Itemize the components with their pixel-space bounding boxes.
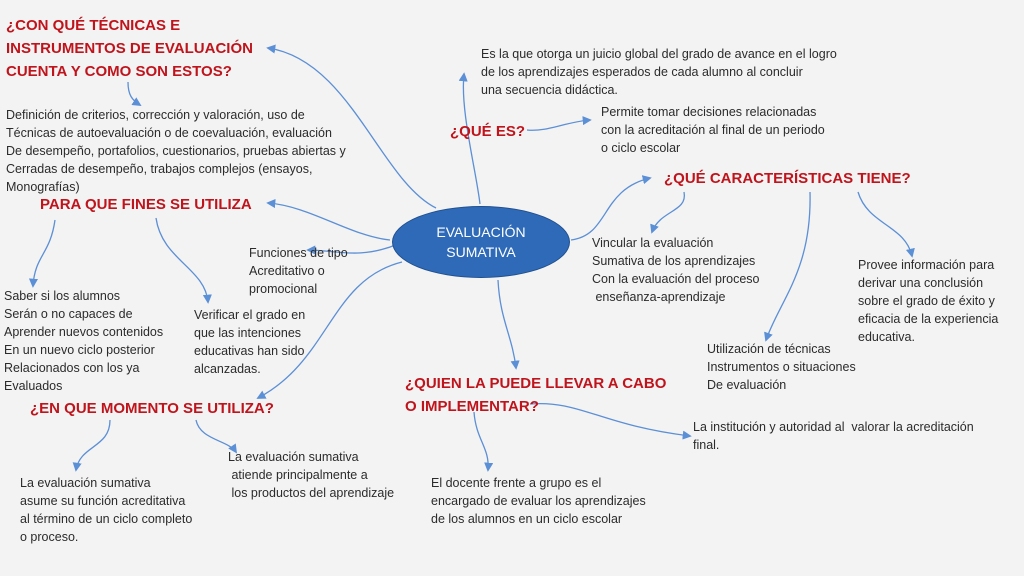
connector-car-1 bbox=[650, 191, 685, 234]
heading-que-es: ¿QUÉ ES? bbox=[450, 123, 526, 140]
connector-momento bbox=[256, 261, 403, 399]
text-momento-2: La evaluación sumativa atiende principal… bbox=[228, 450, 395, 500]
connector-tecnicas bbox=[266, 44, 437, 209]
text-fines-2: Saber si los alumnos Serán o no capaces … bbox=[4, 289, 164, 393]
connector-tecnicas-text bbox=[127, 81, 142, 106]
connector-quien-2 bbox=[529, 402, 692, 440]
connector-momento-1 bbox=[72, 419, 111, 472]
connector-car-2 bbox=[857, 191, 915, 258]
heading-tecnicas: ¿CON QUÉ TÉCNICAS E INSTRUMENTOS DE EVAL… bbox=[6, 17, 253, 80]
connector-fines bbox=[266, 198, 391, 241]
text-caracteristicas-1: Vincular la evaluación Sumativa de los a… bbox=[592, 236, 760, 304]
heading-caracteristicas: ¿QUÉ CARACTERÍSTICAS TIENE? bbox=[664, 170, 911, 187]
connector-fines-2 bbox=[28, 219, 56, 288]
text-momento-1: La evaluación sumativa asume su función … bbox=[20, 476, 193, 544]
text-fines-1: Funciones de tipo Acreditativo o promoci… bbox=[249, 246, 348, 296]
connector-momento-2 bbox=[195, 419, 238, 454]
connector-que-es bbox=[458, 72, 481, 205]
connector-car-3 bbox=[764, 191, 811, 342]
connector-quien bbox=[497, 279, 520, 370]
connector-fines-3 bbox=[155, 217, 212, 304]
text-caracteristicas-2: Provee información para derivar una conc… bbox=[858, 258, 999, 344]
text-tecnicas: Definición de criterios, corrección y va… bbox=[6, 108, 346, 194]
text-que-es-1: Es la que otorga un juicio global del gr… bbox=[481, 47, 837, 97]
heading-quien: ¿QUIEN LA PUEDE LLEVAR A CABO O IMPLEMEN… bbox=[405, 375, 667, 415]
text-fines-3: Verificar el grado en que las intencione… bbox=[194, 308, 306, 376]
heading-momento: ¿EN QUE MOMENTO SE UTILIZA? bbox=[30, 400, 274, 417]
text-quien-1: El docente frente a grupo es el encargad… bbox=[431, 476, 646, 526]
text-quien-2: La institución y autoridad al valorar la… bbox=[693, 420, 974, 452]
connector-que-es-text bbox=[526, 116, 592, 131]
center-node-label: EVALUACIÓN SUMATIVA bbox=[436, 224, 526, 260]
center-node: EVALUACIÓN SUMATIVA bbox=[392, 206, 570, 278]
connector-fines-1 bbox=[306, 243, 399, 255]
text-que-es-2: Permite tomar decisiones relacionadas co… bbox=[601, 105, 825, 155]
heading-fines: PARA QUE FINES SE UTILIZA bbox=[40, 196, 252, 213]
text-caracteristicas-3: Utilización de técnicas Instrumentos o s… bbox=[707, 342, 856, 392]
connector-caracteristicas bbox=[570, 175, 652, 241]
connector-quien-1 bbox=[473, 411, 494, 472]
